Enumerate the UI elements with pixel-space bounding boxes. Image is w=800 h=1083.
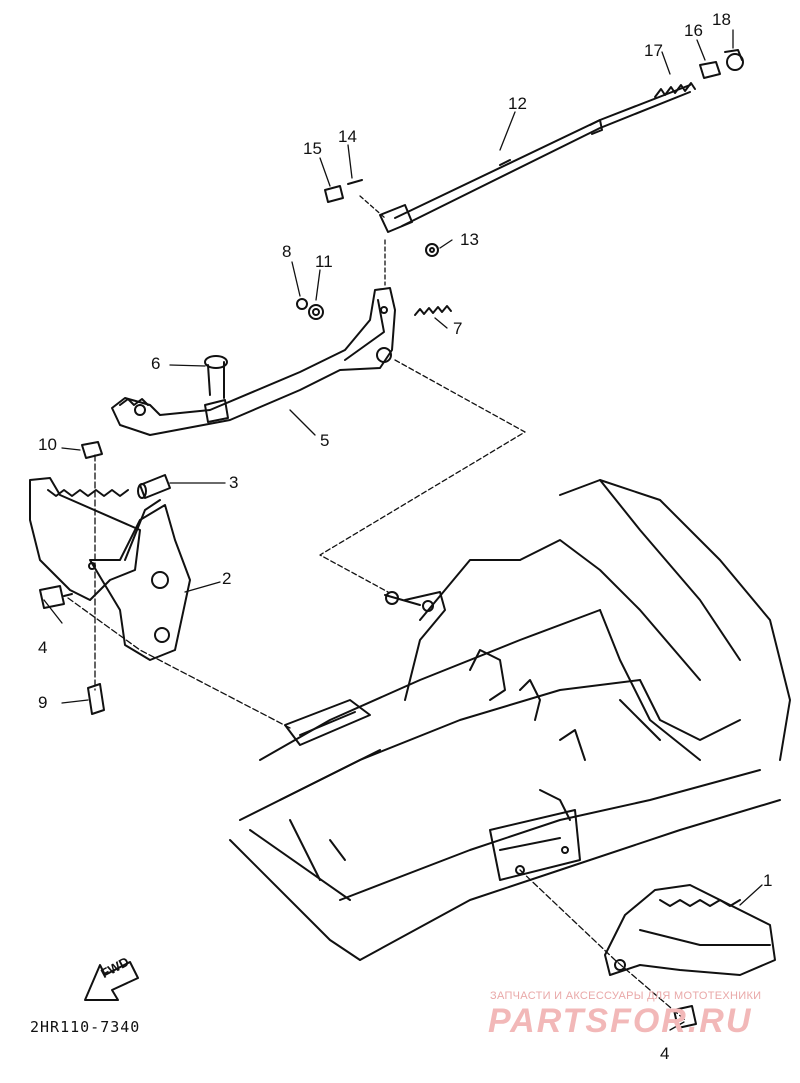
callout-2: 2 [222,569,232,588]
rod-spring [654,82,696,98]
callout-5: 5 [320,431,330,450]
rear-footrest [604,884,776,976]
callout-8: 8 [282,242,292,261]
front-footrest [29,477,191,661]
leader-lines [43,29,763,1031]
callout-14: 14 [338,127,357,146]
watermark-brand: PARTSFOR.RU [488,1002,753,1040]
callout-10: 10 [38,435,57,454]
brake-rod [394,84,691,227]
callout-11: 11 [315,252,333,271]
callout-12: 12 [508,94,527,113]
adjusting-nut [699,49,744,79]
forward-arrow [84,961,139,1001]
callout-6: 6 [151,354,161,373]
figure-code: 2HR110-7340 [30,1018,141,1036]
callout-13: 13 [460,230,479,249]
pin [137,474,171,499]
brake-pedal [111,287,396,436]
bolts [39,585,697,1029]
callout-7: 7 [453,319,463,338]
callout-1: 1 [763,871,773,890]
callout-18: 18 [712,10,731,29]
callout-17: 17 [644,41,663,60]
nut [81,441,103,459]
callout-15: 15 [303,139,322,158]
callout-16: 16 [684,21,703,40]
callout-3: 3 [229,473,239,492]
rod-clevis [379,204,439,257]
frame [229,479,791,961]
callout-9: 9 [38,693,48,712]
callout-4-rear: 4 [660,1044,670,1063]
watermark-tagline: ЗАПЧАСТИ И АКСЕССУАРЫ ДЛЯ МОТОТЕХНИКИ [490,990,762,1002]
clevis-pin [324,179,363,203]
return-spring [414,305,452,316]
callout-4-front: 4 [38,638,48,657]
washers [296,298,324,320]
